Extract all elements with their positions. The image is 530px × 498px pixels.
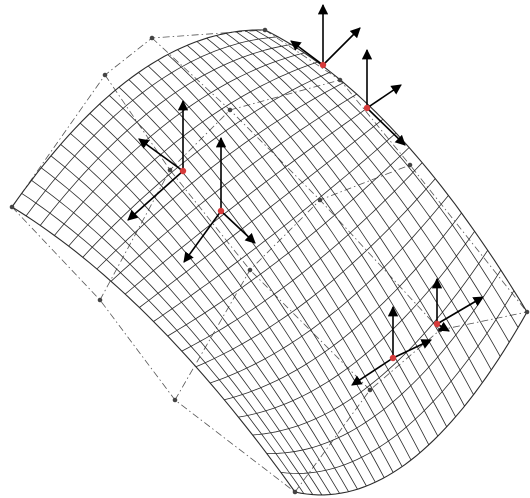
- mesh-line-u: [264, 29, 528, 313]
- control-point: [524, 309, 530, 315]
- control-point: [337, 77, 343, 83]
- control-point: [317, 197, 323, 203]
- control-point: [262, 27, 268, 33]
- frame-origin-point: [179, 167, 187, 175]
- frame-origin-point: [363, 104, 371, 112]
- mesh-line-u: [11, 206, 296, 493]
- control-polygon-line: [104, 74, 371, 391]
- control-point: [367, 387, 373, 393]
- tangent-u-arrow: [290, 40, 324, 66]
- mesh-line-v: [195, 178, 436, 368]
- mesh-line-u: [177, 49, 448, 427]
- coordinate-frame: [183, 136, 256, 263]
- control-point: [9, 204, 15, 210]
- mesh-line-v: [139, 118, 384, 308]
- coordinate-frame: [361, 48, 406, 146]
- mesh-line-v: [110, 93, 357, 282]
- mesh-line-u: [99, 103, 376, 483]
- control-point: [149, 35, 155, 41]
- frame-origin-point: [389, 354, 397, 362]
- mesh-line-v: [54, 52, 305, 236]
- tangent-v-arrow: [392, 339, 432, 359]
- wireframe-mesh: [11, 29, 528, 496]
- tangent-v-arrow: [220, 210, 256, 244]
- control-point: [247, 267, 253, 273]
- mesh-line-v: [252, 250, 489, 436]
- mesh-line-u: [60, 144, 340, 494]
- mesh-line-u: [186, 44, 456, 417]
- coordinate-frame: [127, 99, 189, 221]
- control-polygon-line: [99, 79, 341, 301]
- mesh-line-u: [128, 79, 403, 467]
- control-point: [292, 489, 298, 495]
- mesh-line-v: [82, 71, 331, 258]
- control-point: [437, 327, 443, 333]
- mesh-line-u: [109, 95, 385, 478]
- frame-origin-point: [217, 207, 225, 215]
- tangent-u-arrow: [436, 296, 484, 325]
- tangent-u-arrow: [138, 138, 184, 172]
- mesh-line-v: [11, 29, 266, 208]
- mesh-line-v: [167, 147, 410, 337]
- tangent-u-arrow: [366, 84, 402, 109]
- tangent-u-arrow: [183, 210, 222, 263]
- coordinate-frame: [290, 3, 361, 69]
- mesh-line-u: [21, 193, 305, 494]
- mesh-line-u: [118, 86, 394, 473]
- mesh-line-v: [39, 44, 292, 226]
- mesh-line-v: [25, 36, 279, 217]
- control-point: [167, 167, 173, 173]
- control-polygon-line: [11, 29, 266, 208]
- frame-origin-point: [433, 320, 441, 328]
- control-polygon-line: [151, 37, 441, 331]
- mesh-line-v: [124, 105, 371, 295]
- mesh-line-u: [70, 133, 349, 492]
- coordinate-frames: [127, 3, 484, 386]
- control-polygon-line: [264, 29, 528, 313]
- mesh-line-v: [280, 290, 515, 474]
- mesh-line-v: [224, 212, 462, 401]
- tangent-v-arrow: [127, 170, 184, 221]
- tangent-v-arrow: [366, 107, 406, 146]
- tangent-u-arrow: [351, 357, 394, 386]
- mesh-line-u: [138, 72, 412, 461]
- mesh-line-v: [181, 162, 423, 352]
- control-point: [97, 297, 103, 303]
- control-polygon-line: [294, 311, 528, 493]
- control-polygon-line: [11, 206, 296, 493]
- mesh-line-v: [153, 132, 397, 322]
- tangent-v-arrow: [322, 27, 361, 66]
- control-point: [102, 72, 108, 78]
- control-point: [227, 107, 233, 113]
- mesh-line-v: [68, 61, 318, 247]
- control-point: [407, 162, 413, 168]
- control-polygon-line: [174, 164, 411, 401]
- mesh-line-v: [266, 269, 502, 454]
- control-point: [172, 397, 178, 403]
- control-points: [9, 27, 530, 495]
- frame-origin-point: [319, 61, 327, 69]
- mesh-line-v: [209, 195, 449, 384]
- mesh-line-v: [294, 311, 528, 496]
- coordinate-frame: [351, 305, 432, 386]
- coordinate-frame: [431, 277, 484, 332]
